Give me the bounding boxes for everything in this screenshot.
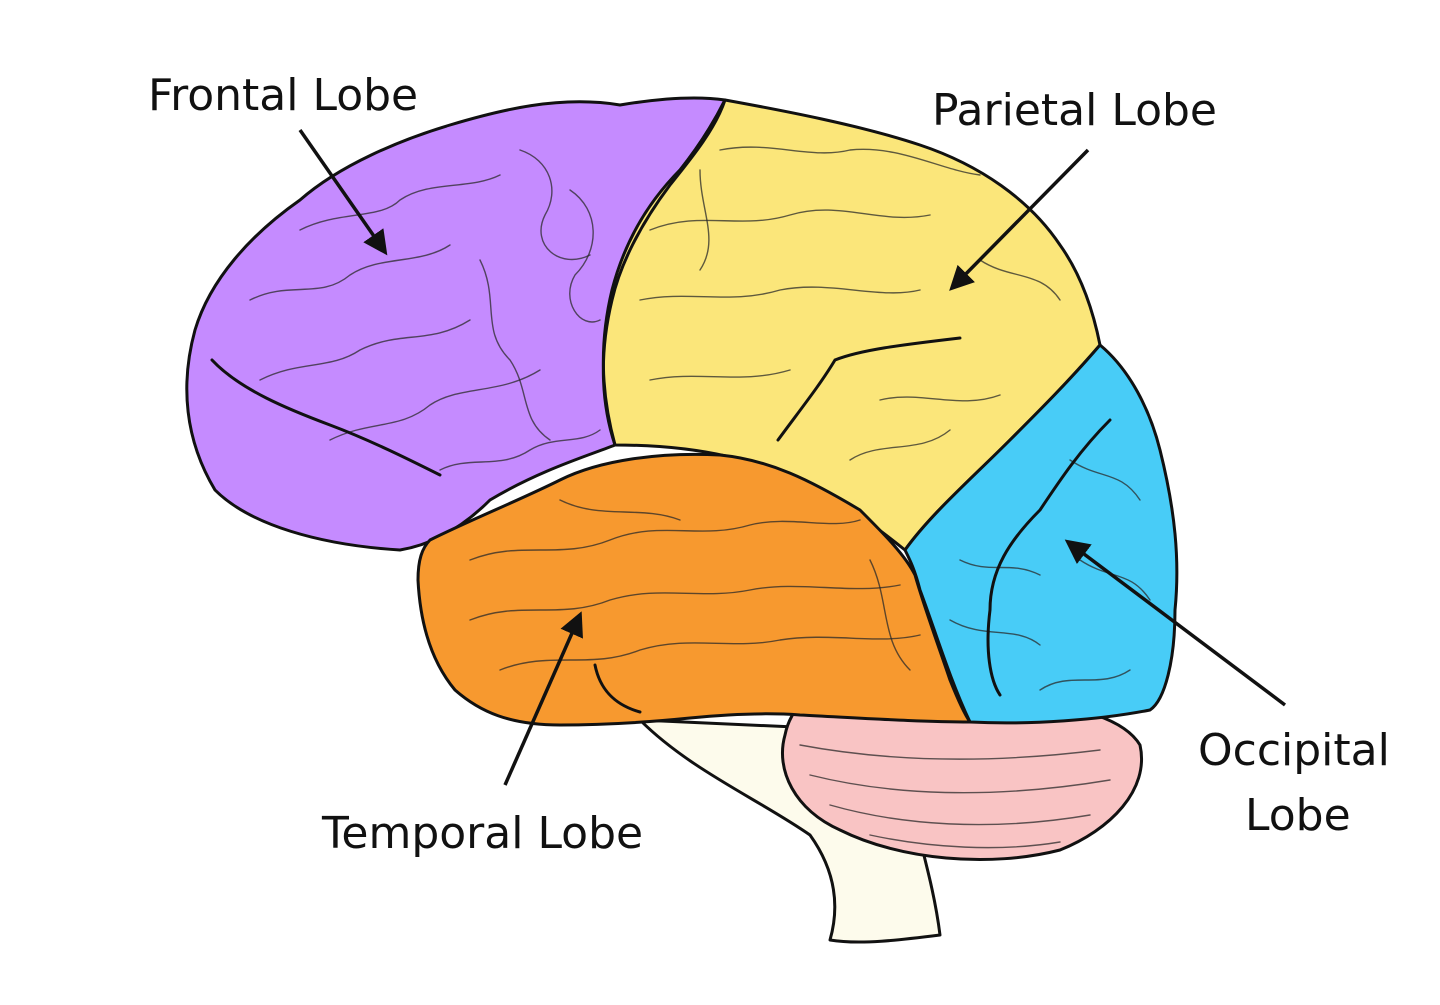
- frontal-lobe-label: Frontal Lobe: [148, 70, 418, 121]
- frontal-gyri: [249, 149, 601, 471]
- parietal-gyri: [639, 146, 1061, 461]
- temporal-lobe: [416, 452, 972, 727]
- cerebellum-folds: [799, 744, 1111, 849]
- temporal-arrow: [503, 611, 583, 786]
- temporal-gyri: [469, 499, 921, 671]
- lateral-sulcus-frontal: [210, 358, 442, 477]
- frontal-arrow: [298, 128, 388, 256]
- occipital-lobe-label-line1: Occipital: [1198, 725, 1390, 776]
- occipital-arrow: [1064, 539, 1287, 707]
- temporal-lower-fold: [593, 663, 642, 714]
- temporal-lobe-label: Temporal Lobe: [321, 808, 643, 859]
- parietal-lobe-label: Parietal Lobe: [932, 85, 1217, 136]
- calcarine-sulcus: [986, 418, 1112, 697]
- intraparietal-sulcus: [776, 336, 962, 442]
- central-sulcus: [601, 98, 727, 447]
- parietal-arrow: [949, 148, 1090, 291]
- occipital-lobe-label-line2: Lobe: [1245, 790, 1351, 841]
